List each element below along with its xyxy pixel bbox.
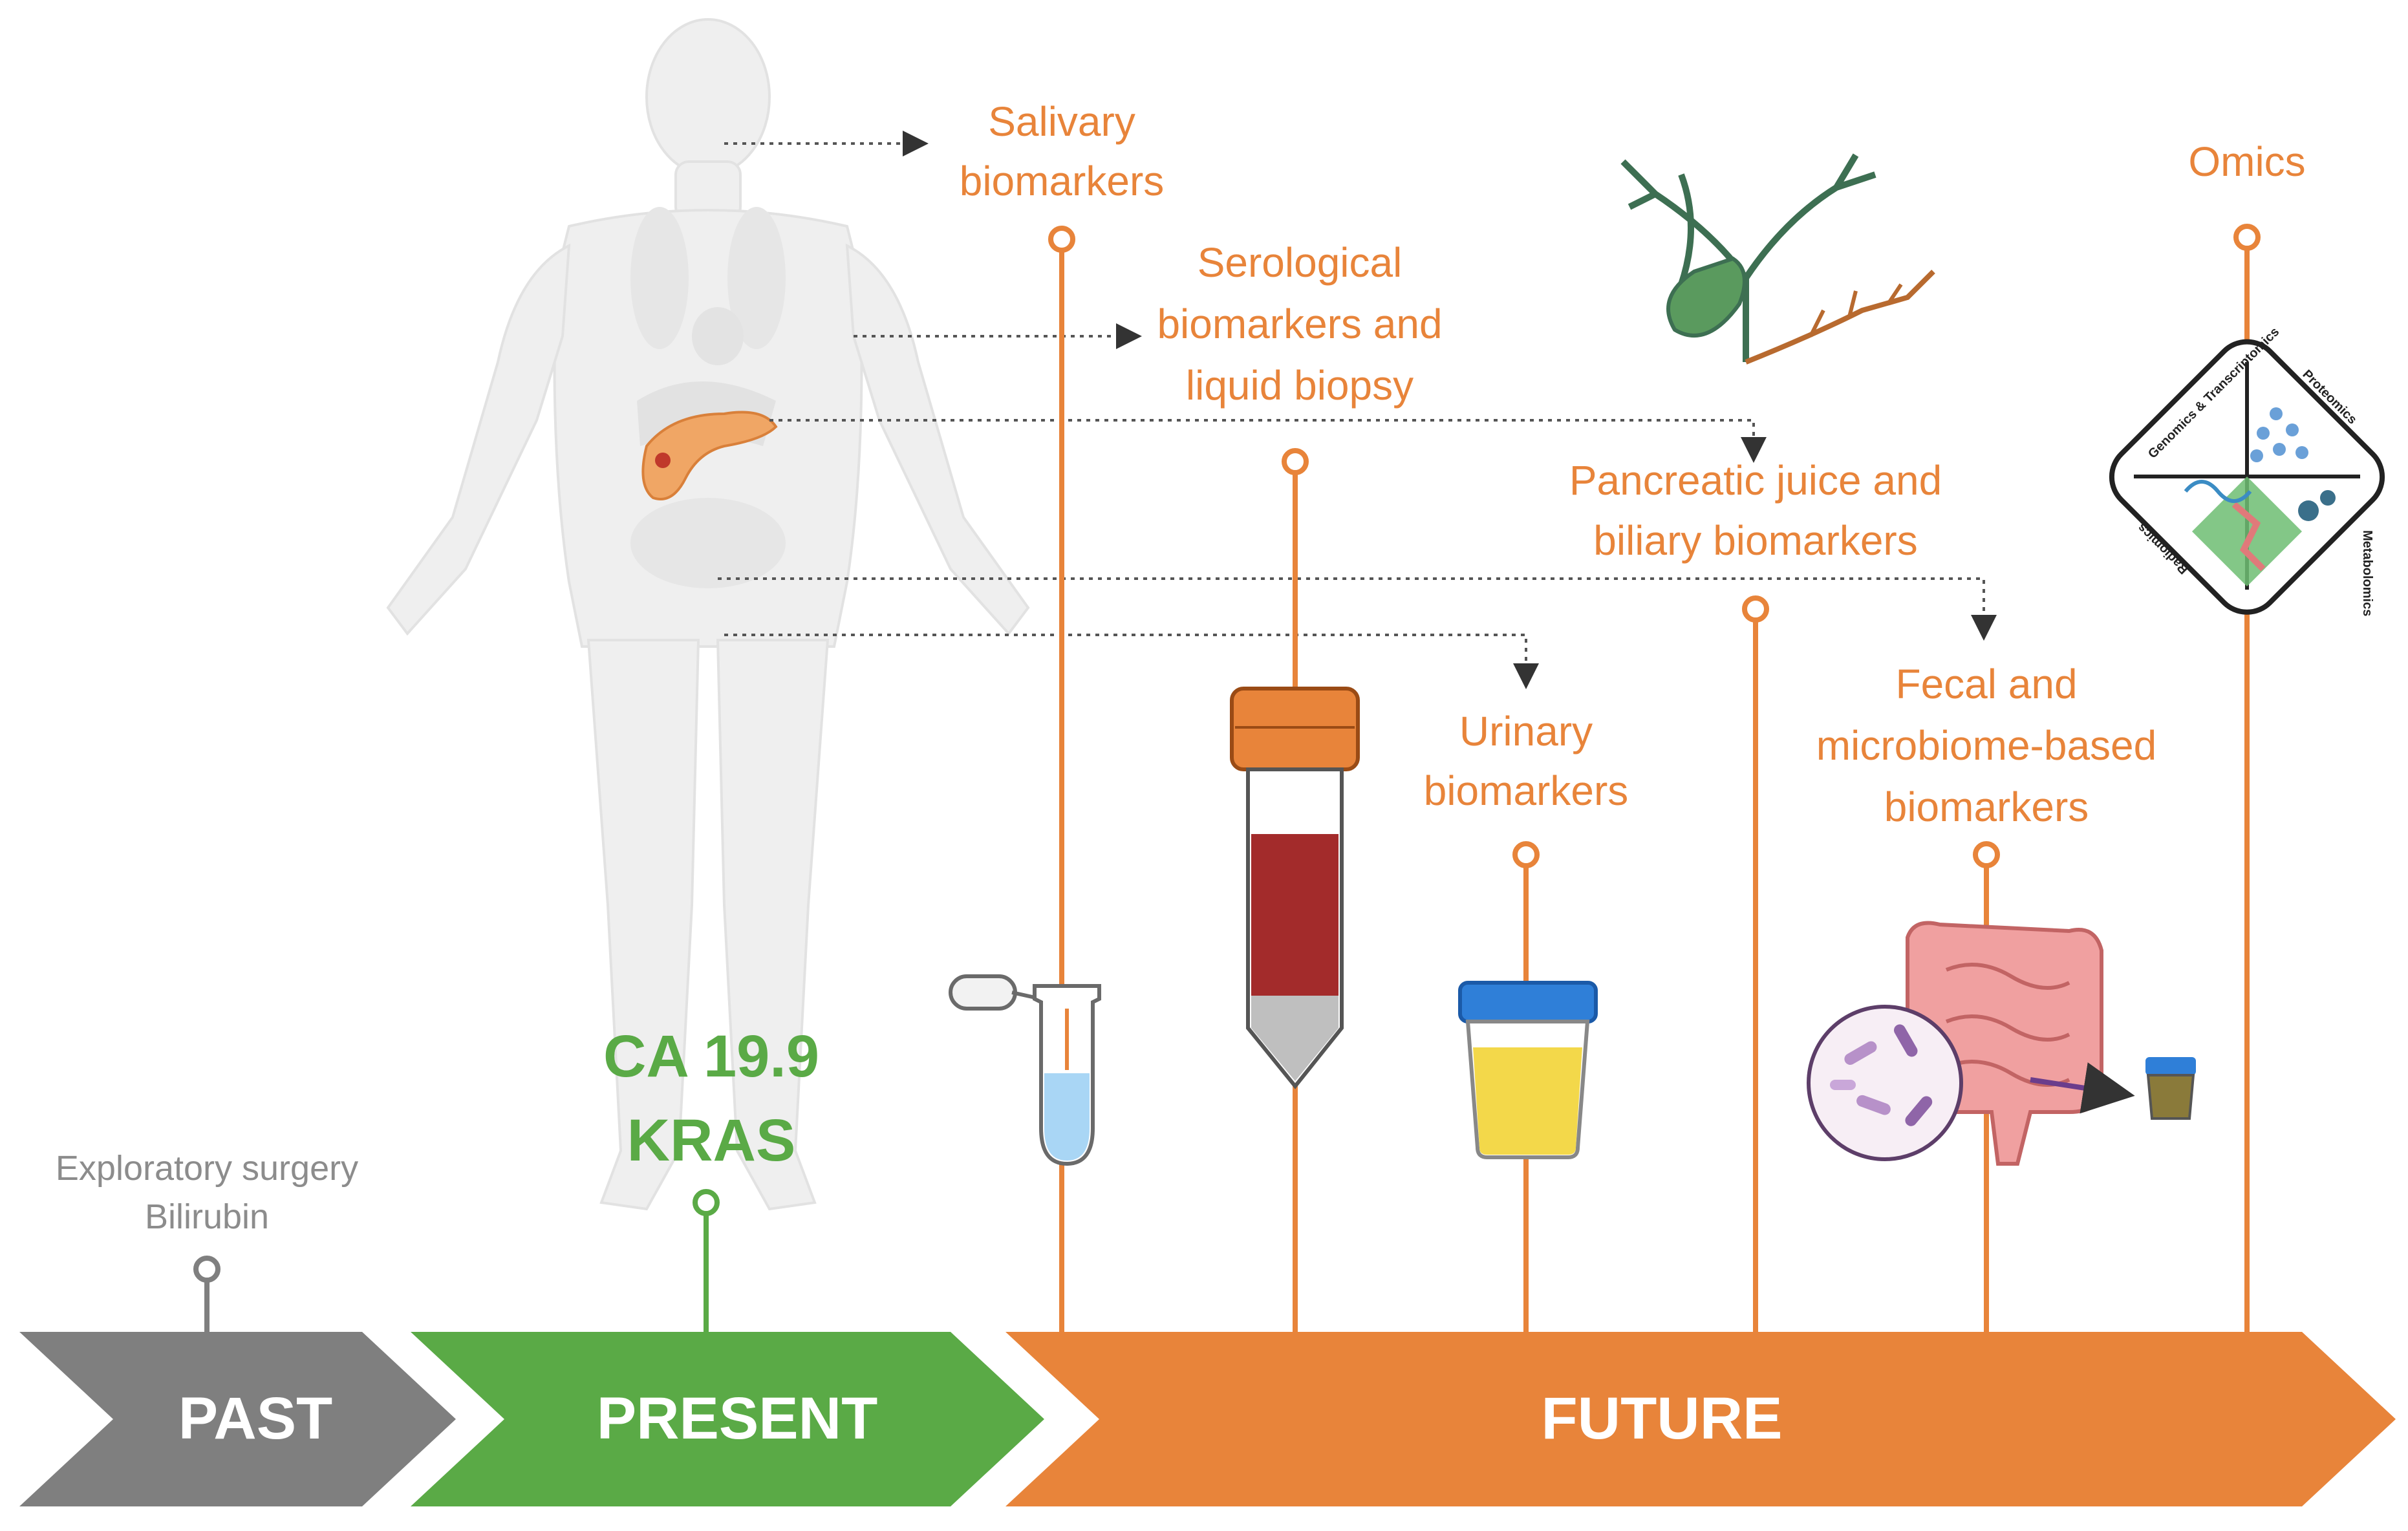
present-label: PRESENT [597,1386,878,1451]
timeline-band: PAST PRESENT FUTURE [19,1332,2396,1506]
serological-line3: liquid biopsy [1186,362,1414,409]
urinary-line2: biomarkers [1424,767,1629,814]
present-band [411,1332,1044,1506]
past-label: PAST [178,1386,333,1451]
gallbladder-biliary-icon [1620,153,1935,365]
past-text-line1: Exploratory surgery [56,1149,358,1188]
connector-urinary [724,634,1539,689]
fecal-line2: microbiome-based [1816,722,2156,769]
omics-line1: Omics [2188,138,2305,185]
salivary-line2: biomarkers [960,158,1165,204]
future-marker-fecal: Fecal and microbiome-based biomarkers [1816,661,2156,1332]
pancreas-icon [641,411,778,500]
future-label: FUTURE [1541,1386,1782,1451]
omics-puzzle-icon: Genomics & Transcriptomics Proteomics Me… [2109,325,2385,616]
omics-metabolomics-label: Metabolomics [2360,530,2374,616]
dotted-connectors [718,131,1997,689]
future-band [1005,1332,2396,1506]
present-marker: CA 19.9 KRAS [603,1023,819,1332]
future-marker-urinary: Urinary biomarkers [1424,708,1629,1332]
blood-tube-icon [1230,687,1360,1089]
fecal-line3: biomarkers [1884,784,2089,830]
serological-line2: biomarkers and [1157,301,1442,347]
pancreatic-line1: Pancreatic juice and [1569,457,1942,504]
pancreatic-line2: biliary biomarkers [1593,517,1917,564]
fecal-line1: Fecal and [1895,661,2077,707]
past-text-line2: Bilirubin [145,1197,269,1236]
urine-cup-icon [1458,981,1598,1159]
past-band [19,1332,456,1506]
saliva-tube-icon [949,974,1101,1166]
intestine-microbiome-icon [1807,921,2196,1166]
urinary-line1: Urinary [1459,708,1593,755]
serological-line1: Serological [1198,239,1403,286]
connector-pancreatic [769,419,1767,463]
present-text-line1: CA 19.9 [603,1023,819,1089]
future-marker-pancreatic: Pancreatic juice and biliary biomarkers [1569,457,1942,1332]
future-marker-omics: Omics [2188,138,2306,1332]
salivary-line1: Salivary [988,98,1135,145]
present-text-line2: KRAS [627,1108,796,1173]
future-marker-serological: Serological biomarkers and liquid biopsy [1157,239,1443,1332]
connector-fecal [718,577,1997,641]
past-marker: Exploratory surgery Bilirubin [56,1149,358,1332]
